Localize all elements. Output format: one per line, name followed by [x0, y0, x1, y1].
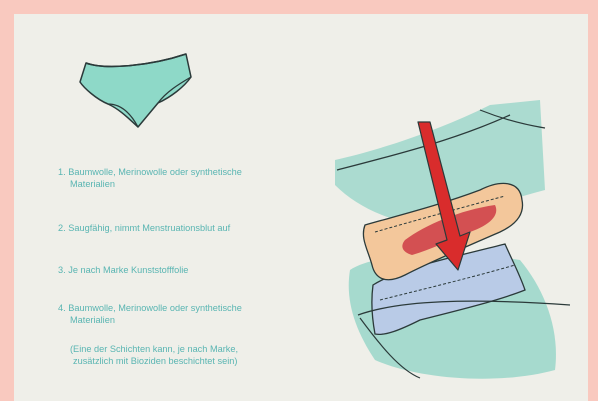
legend-item-number: 4. [58, 303, 66, 313]
note-line-1: (Eine der Schichten kann, je nach Marke, [70, 343, 238, 355]
legend-item-1: 1. Baumwolle, Merinowolle oder synthetis… [58, 166, 242, 190]
note-line-2: zusätzlich mit Bioziden beschichtet sein… [70, 355, 238, 367]
legend-item-3: 3. Je nach Marke Kunststofffolie [58, 264, 188, 276]
legend-item-4: 4. Baumwolle, Merinowolle oder synthetis… [58, 302, 242, 326]
legend-item-2: 2. Saugfähig, nimmt Menstruationsblut au… [58, 222, 230, 234]
legend-item-text: Je nach Marke Kunststofffolie [68, 265, 188, 275]
legend-item-text: Baumwolle, Merinowolle oder synthetische [68, 167, 242, 177]
legend-item-number: 1. [58, 167, 66, 177]
legend-item-text-2: Materialien [58, 314, 242, 326]
underwear-icon [80, 54, 191, 127]
legend-item-number: 2. [58, 223, 66, 233]
legend-item-text: Baumwolle, Merinowolle oder synthetische [68, 303, 242, 313]
legend-item-text-2: Materialien [58, 178, 242, 190]
legend-item-number: 3. [58, 265, 66, 275]
legend-note: (Eine der Schichten kann, je nach Marke,… [70, 343, 238, 367]
legend-item-text: Saugfähig, nimmt Menstruationsblut auf [68, 223, 230, 233]
